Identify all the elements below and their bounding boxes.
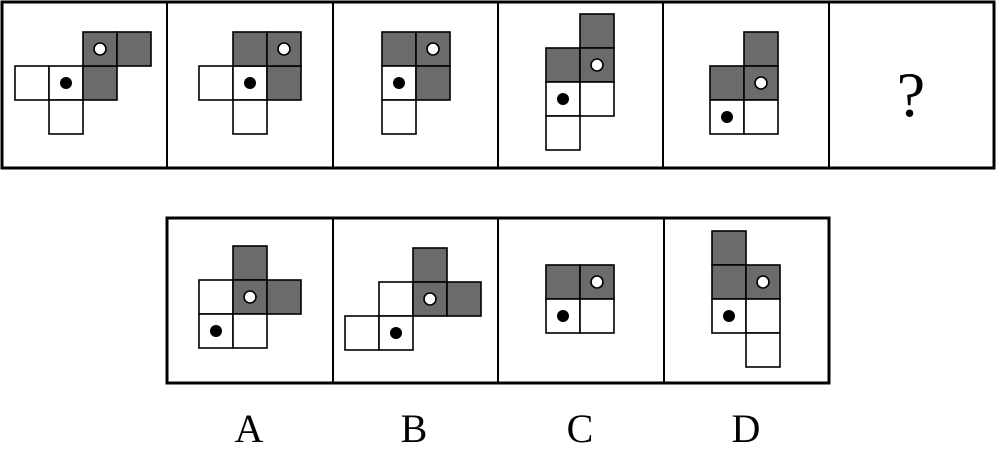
black-dot <box>60 77 72 89</box>
black-dot <box>390 327 402 339</box>
white-dot <box>277 42 291 56</box>
gray-square <box>711 230 747 266</box>
gray-square <box>266 65 302 101</box>
white-square <box>381 99 417 135</box>
white-square <box>232 99 268 135</box>
gray-square <box>116 31 152 67</box>
gray-square <box>232 245 268 281</box>
gray-square <box>412 247 448 283</box>
black-dot <box>557 310 569 322</box>
option-label-a[interactable]: A <box>235 406 264 451</box>
option-label-b[interactable]: B <box>401 406 428 451</box>
gray-square <box>266 31 302 67</box>
gray-square <box>579 13 615 49</box>
white-square <box>198 65 234 101</box>
white-square <box>545 298 581 334</box>
gray-square <box>743 31 779 67</box>
sequence-figure-3 <box>381 31 451 135</box>
option-figures <box>198 230 781 368</box>
gray-square <box>545 47 581 83</box>
white-square <box>198 279 234 315</box>
option-figure-a <box>198 245 302 349</box>
white-dot <box>590 58 604 72</box>
black-dot <box>557 93 569 105</box>
option-figure-c <box>545 264 615 334</box>
white-dot <box>423 292 437 306</box>
black-dot <box>210 325 222 337</box>
white-square <box>743 99 779 135</box>
option-label-d[interactable]: D <box>732 406 761 451</box>
gray-square <box>266 279 302 315</box>
white-dot <box>93 42 107 56</box>
black-dot <box>244 77 256 89</box>
white-square <box>344 315 380 351</box>
option-label-c[interactable]: C <box>567 406 594 451</box>
sequence-figure-5 <box>709 31 779 135</box>
white-dot <box>590 275 604 289</box>
options-row: A B C D <box>165 216 831 451</box>
white-square <box>545 115 581 151</box>
white-square <box>378 281 414 317</box>
white-square <box>711 298 747 334</box>
black-dot <box>723 310 735 322</box>
white-square <box>745 332 781 368</box>
white-dot <box>754 76 768 90</box>
white-square <box>48 99 84 135</box>
gray-square <box>446 281 482 317</box>
option-figure-b <box>344 247 482 351</box>
white-square <box>579 298 615 334</box>
white-dot <box>243 290 257 304</box>
sequence-figure-4 <box>545 13 615 151</box>
white-square <box>745 298 781 334</box>
white-dot <box>426 42 440 56</box>
gray-square <box>545 264 581 300</box>
sequence-figure-2 <box>198 31 302 135</box>
option-figure-d <box>711 230 781 368</box>
gray-square <box>711 264 747 300</box>
gray-square <box>82 65 118 101</box>
white-square <box>14 65 50 101</box>
white-dot <box>756 275 770 289</box>
sequence-figure-1 <box>14 31 152 135</box>
gray-square <box>709 65 745 101</box>
gray-square <box>232 31 268 67</box>
gray-square <box>415 65 451 101</box>
sequence-row: ? <box>0 0 996 170</box>
gray-square <box>381 31 417 67</box>
question-mark: ? <box>897 59 925 130</box>
sequence-figures <box>14 13 779 151</box>
black-dot <box>721 111 733 123</box>
white-square <box>579 81 615 117</box>
black-dot <box>393 77 405 89</box>
white-square <box>232 313 268 349</box>
